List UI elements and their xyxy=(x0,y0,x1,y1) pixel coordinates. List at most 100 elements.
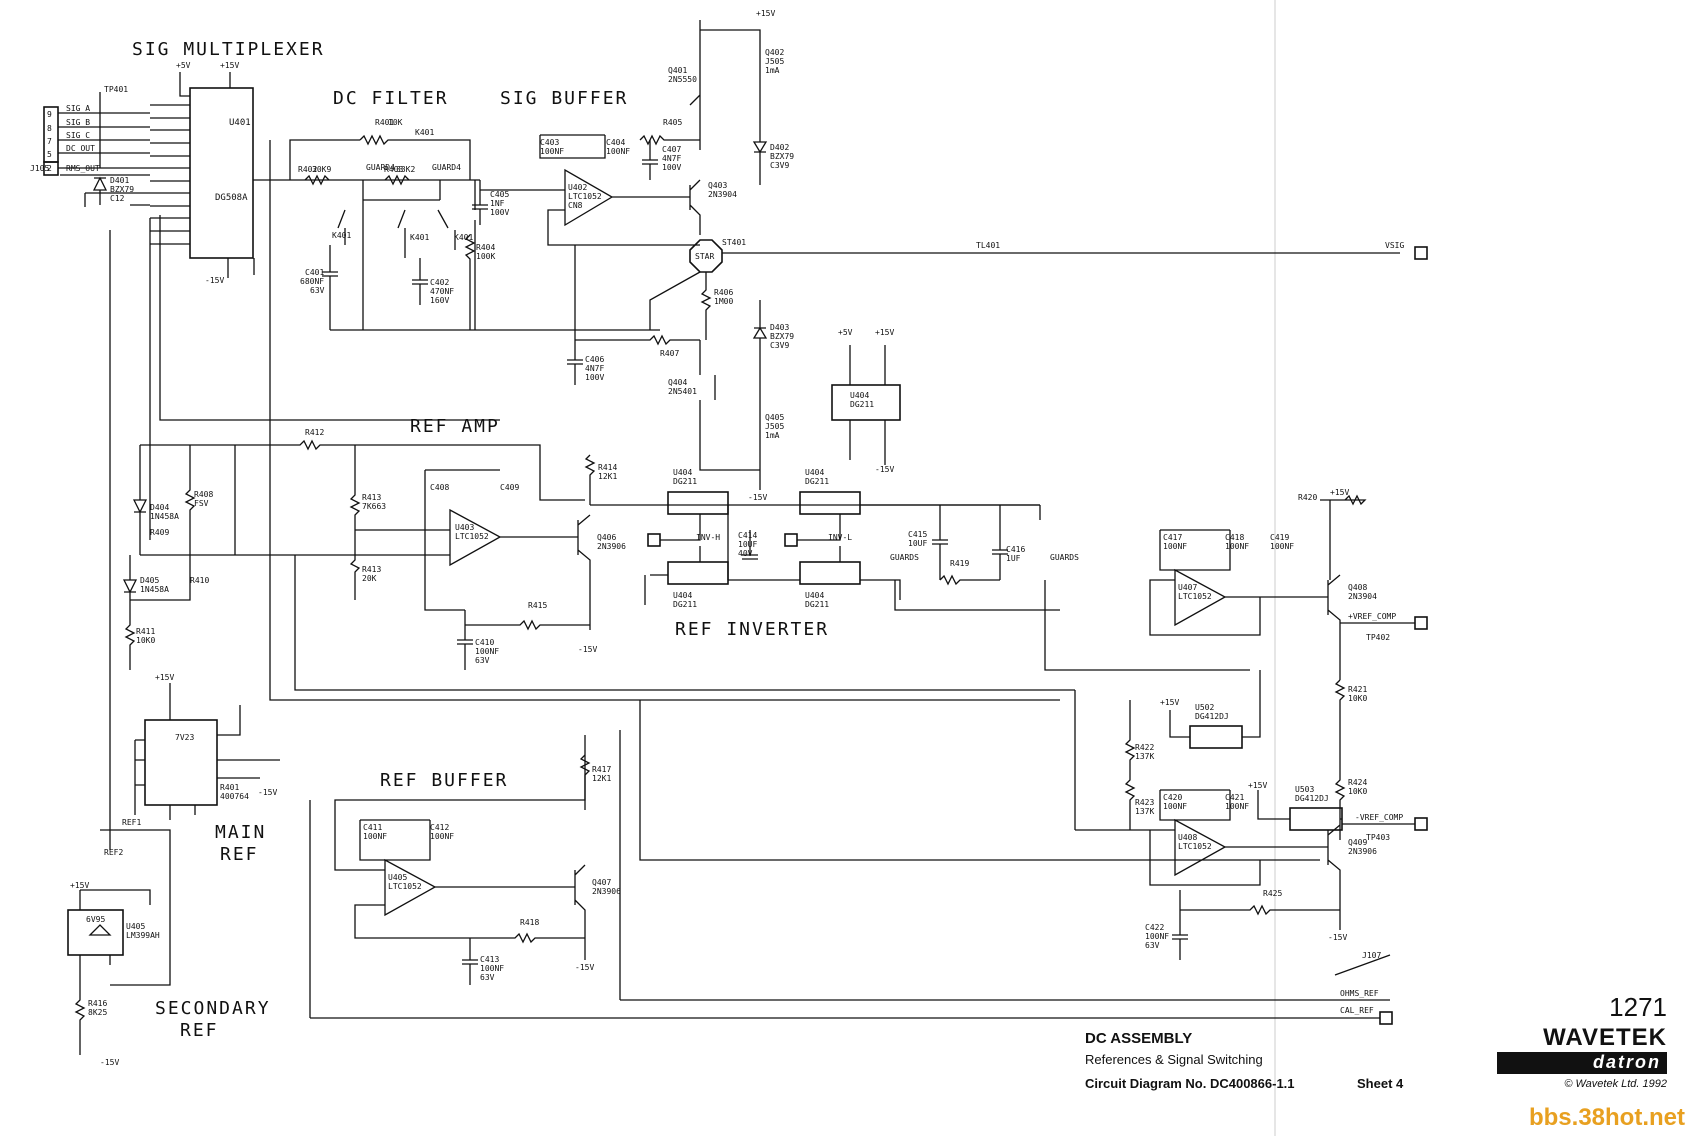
c421-value: 100NF xyxy=(1225,802,1249,811)
c412-label: C412 xyxy=(430,823,449,832)
main-ref-ic xyxy=(144,719,218,806)
c421-label: C421 xyxy=(1225,793,1244,802)
q403-label: Q403 xyxy=(708,181,727,190)
u408-part: LTC1052 xyxy=(1178,842,1212,851)
d405-label: D405 xyxy=(140,576,159,585)
vref-comp-n-terminal xyxy=(1414,817,1428,831)
r421-label: R421 xyxy=(1348,685,1367,694)
u502-switch xyxy=(1189,725,1243,749)
r413b-value: 20K xyxy=(362,574,377,583)
u404-switch-1 xyxy=(667,491,729,515)
c416-label: C416 xyxy=(1006,545,1025,554)
q407-m15: -15V xyxy=(575,963,594,972)
u401-part: DG508A xyxy=(215,193,248,203)
c410-label: C410 xyxy=(475,638,494,647)
q409-label: Q409 xyxy=(1348,838,1367,847)
section-ref-inverter: REF INVERTER xyxy=(675,619,829,640)
u402-cn8: CN8 xyxy=(568,201,583,210)
k401-sw3: K401 xyxy=(454,233,473,242)
c402-voltage: 160V xyxy=(430,296,449,305)
r416-label: R416 xyxy=(88,999,107,1008)
c414-label: C414 xyxy=(738,531,757,540)
r421-value: 10K0 xyxy=(1348,694,1367,703)
r416-value: 8K25 xyxy=(88,1008,107,1017)
section-dc-filter: DC FILTER xyxy=(333,88,449,109)
u407-label: U407 xyxy=(1178,583,1197,592)
guard4-label-b: GUARD4 xyxy=(432,163,461,172)
c402-value: 470NF xyxy=(430,287,454,296)
pin-8: 8 xyxy=(47,124,52,133)
main-ref-p15: +15V xyxy=(155,673,174,682)
q405-value: J505 xyxy=(765,422,784,431)
u404-switch-2 xyxy=(799,491,861,515)
section-main-ref-2: REF xyxy=(220,844,259,865)
pin-7: 7 xyxy=(47,137,52,146)
section-ref-buffer: REF BUFFER xyxy=(380,770,508,791)
vref-comp-p-label: +VREF_COMP xyxy=(1348,612,1396,621)
u404d-label: U404 xyxy=(805,591,824,600)
u404b-label: U404 xyxy=(805,468,824,477)
r414-value: 12K1 xyxy=(598,472,617,481)
r425-label: R425 xyxy=(1263,889,1282,898)
dc-out-label: DC_OUT xyxy=(66,144,95,153)
u403-part: LTC1052 xyxy=(455,532,489,541)
lm399-zener: 6V95 xyxy=(86,915,105,924)
u404-part: DG211 xyxy=(850,400,874,409)
u407-opamp xyxy=(1174,568,1227,627)
section-sig-buffer: SIG BUFFER xyxy=(500,88,628,109)
r402-value: 30K9 xyxy=(312,165,331,174)
q401-value: 2N5550 xyxy=(668,75,697,84)
c409-label: C409 xyxy=(500,483,519,492)
c417-label: C417 xyxy=(1163,533,1182,542)
r407-label: R407 xyxy=(660,349,679,358)
lm399-label: U405 xyxy=(126,922,145,931)
pin-2: 2 xyxy=(47,164,52,173)
q405-m15: -15V xyxy=(748,493,767,502)
r422-value: 137K xyxy=(1135,752,1154,761)
guard4-label-a: GUARD4 xyxy=(366,163,395,172)
c422-label: C422 xyxy=(1145,923,1164,932)
c419-label: C419 xyxy=(1270,533,1289,542)
r420-label: R420 xyxy=(1298,493,1317,502)
c407-label: C407 xyxy=(662,145,681,154)
q401-label: Q401 xyxy=(668,66,687,75)
vref-comp-n-label: -VREF_COMP xyxy=(1355,813,1403,822)
r413a-value: 7K663 xyxy=(362,502,386,511)
u404-power-box xyxy=(831,384,901,421)
q402-value: J505 xyxy=(765,57,784,66)
u401-m15: -15V xyxy=(205,276,224,285)
lm399-ref-ic xyxy=(67,909,124,956)
lm399-p15: +15V xyxy=(70,881,89,890)
r408-label: R408 xyxy=(194,490,213,499)
q405-current: 1mA xyxy=(765,431,780,440)
c422-voltage: 63V xyxy=(1145,941,1160,950)
u404-label: U404 xyxy=(850,391,869,400)
u401-p5: +5V xyxy=(176,61,191,70)
c420-label: C420 xyxy=(1163,793,1182,802)
datron-logo: datron xyxy=(1497,1052,1667,1074)
q407-label: Q407 xyxy=(592,878,611,887)
u405-part: LTC1052 xyxy=(388,882,422,891)
c401-value: 680NF xyxy=(300,277,324,286)
u404-p5: +5V xyxy=(838,328,853,337)
pin-5: 5 xyxy=(47,150,52,159)
q402-p15: +15V xyxy=(756,9,775,18)
q403-value: 2N3904 xyxy=(708,190,737,199)
q406-value: 2N3906 xyxy=(597,542,626,551)
j107-label: J107 xyxy=(1362,951,1381,960)
c415-label: C415 xyxy=(908,530,927,539)
q407-value: 2N3906 xyxy=(592,887,621,896)
c403-label: C403 xyxy=(540,138,559,147)
d405-value: 1N458A xyxy=(140,585,169,594)
u402-part: LTC1052 xyxy=(568,192,602,201)
r413a-label: R413 xyxy=(362,493,381,502)
tp401-label: TP401 xyxy=(104,85,128,94)
c403-value: 100NF xyxy=(540,147,564,156)
j105-label: J105 xyxy=(30,164,49,173)
u404-switch-3 xyxy=(667,561,729,585)
st401-label: ST401 xyxy=(722,238,746,247)
r417-value: 12K1 xyxy=(592,774,611,783)
c405-label: C405 xyxy=(490,190,509,199)
section-sig-multiplexer: SIG MULTIPLEXER xyxy=(132,39,325,60)
c408-label: C408 xyxy=(430,483,449,492)
